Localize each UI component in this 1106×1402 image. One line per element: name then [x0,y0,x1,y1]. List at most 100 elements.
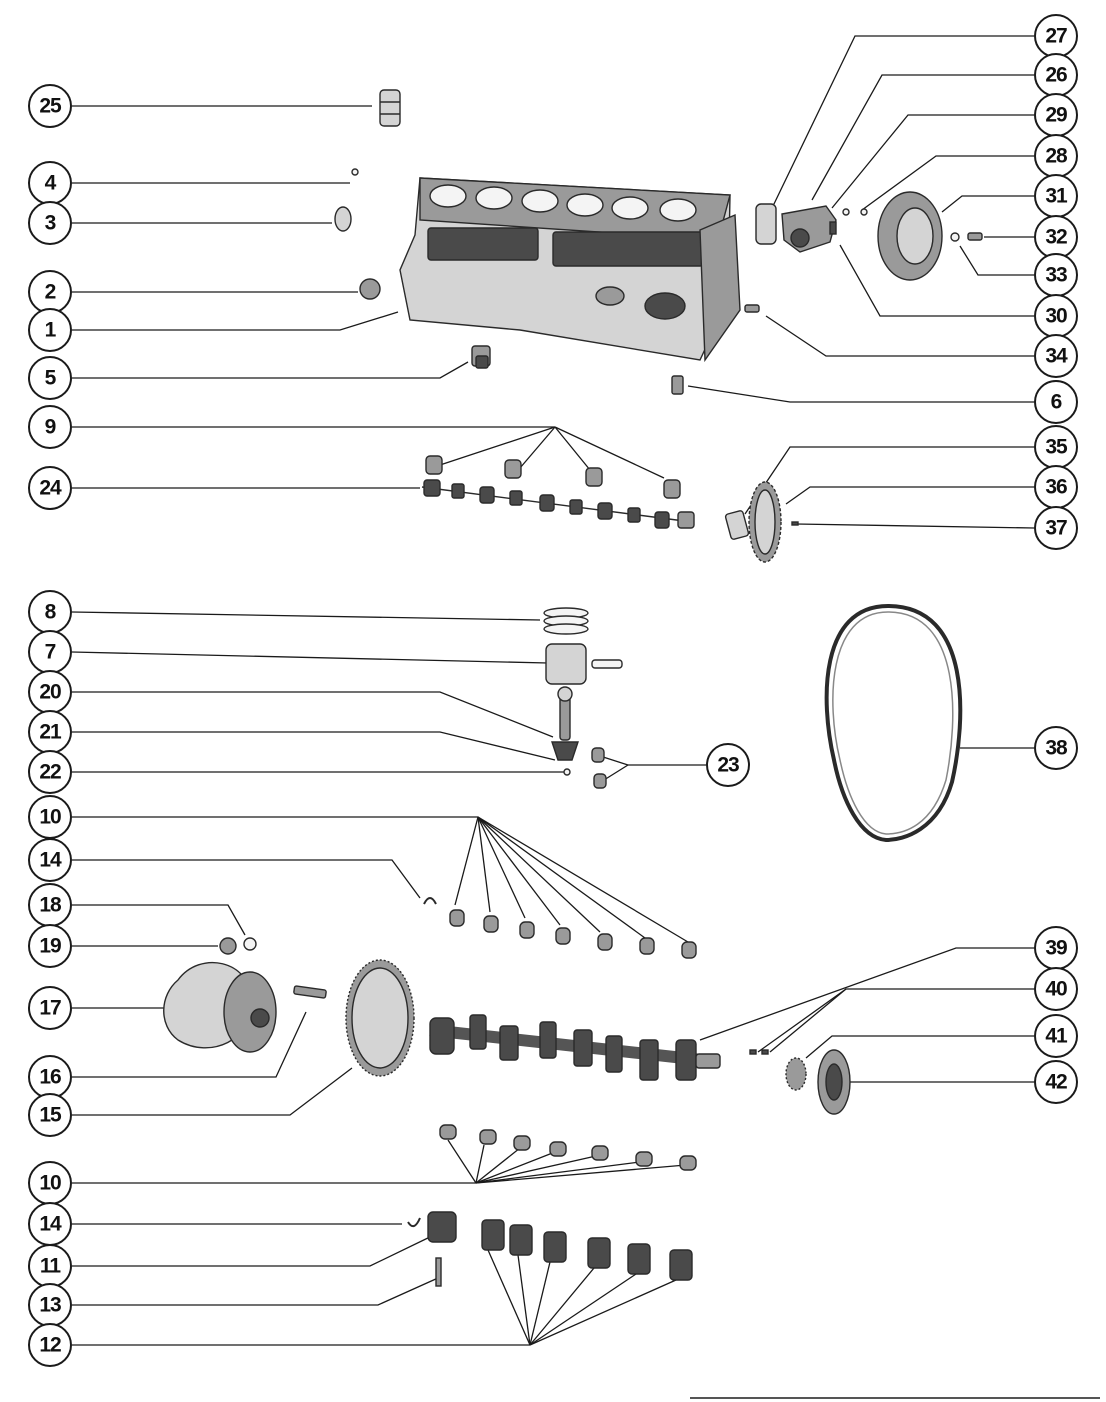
svg-text:26: 26 [1045,64,1067,87]
clip-part-14 [423,897,437,905]
callout-28: 28 [1034,134,1078,178]
svg-text:19: 19 [39,935,61,958]
callout-34: 34 [1034,334,1078,378]
svg-text:33: 33 [1045,264,1067,287]
callout-38: 38 [1034,726,1078,770]
svg-text:40: 40 [1045,978,1067,1001]
bolt-part-13 [435,1257,442,1287]
key-part-37 [791,521,799,526]
svg-text:8: 8 [45,601,57,624]
svg-text:13: 13 [39,1294,61,1317]
plate-part-35 [724,510,750,540]
leader-lines [71,35,1035,1346]
svg-text:1: 1 [45,319,57,342]
callout-12: 12 [28,1323,72,1367]
bearing-cap-part-11 [427,1211,457,1243]
svg-text:38: 38 [1045,737,1068,760]
callout-15: 15 [28,1093,72,1137]
piston-part-7 [545,643,623,685]
clip-part-14-lower [407,1217,421,1228]
key-part-40 [749,1049,757,1055]
svg-text:6: 6 [1051,391,1062,414]
callout-36: 36 [1034,465,1078,509]
callout-13: 13 [28,1283,72,1327]
callout-30: 30 [1034,294,1078,338]
main-caps-part-12 [481,1219,693,1281]
svg-text:3: 3 [45,212,56,235]
svg-text:17: 17 [39,997,61,1020]
svg-text:7: 7 [45,641,56,664]
engine-parts [163,89,1100,1399]
callout-10-upper: 10 [28,795,72,839]
pump-pulley-part-31 [877,191,943,281]
svg-text:28: 28 [1045,145,1068,168]
plug-part-2 [359,278,381,300]
callout-11: 11 [28,1244,72,1288]
svg-text:41: 41 [1045,1025,1068,1048]
callout-6: 6 [1034,380,1078,424]
fitting-part-5 [471,345,491,369]
callout-27: 27 [1034,14,1078,58]
svg-text:2: 2 [45,281,56,304]
cylinder-block-part-1 [399,177,741,363]
callout-39: 39 [1034,926,1078,970]
svg-text:23: 23 [717,754,739,777]
svg-text:37: 37 [1045,517,1067,540]
svg-text:42: 42 [1045,1071,1067,1094]
rod-bearings-part-23 [591,747,607,789]
nut-part-22 [563,768,571,776]
svg-text:30: 30 [1045,305,1067,328]
svg-text:5: 5 [45,367,57,390]
callout-41: 41 [1034,1014,1078,1058]
bell-housing-part-17 [163,961,277,1053]
svg-text:21: 21 [39,721,62,744]
cam-gear-part-36 [748,481,782,563]
svg-text:12: 12 [39,1334,61,1357]
cam-bearings-part-9 [425,455,681,499]
callout-19: 19 [28,924,72,968]
svg-text:24: 24 [39,477,62,500]
plug-part-3 [334,206,352,232]
callout-1: 1 [28,308,72,352]
callout-22: 22 [28,750,72,794]
svg-text:18: 18 [39,894,62,917]
callout-7: 7 [28,630,72,674]
svg-text:4: 4 [45,172,57,195]
screw-part-32 [967,232,983,241]
callout-16: 16 [28,1055,72,1099]
svg-text:10: 10 [39,1172,61,1195]
callout-17: 17 [28,986,72,1030]
svg-text:29: 29 [1045,104,1067,127]
callout-5: 5 [28,356,72,400]
callout-25: 25 [28,84,72,128]
svg-text:14: 14 [39,1213,62,1236]
camshaft-part-24 [421,479,695,529]
nut-part-19 [219,937,237,955]
svg-text:20: 20 [39,681,61,704]
callout-8: 8 [28,590,72,634]
callout-markers: 25 4 3 2 1 5 9 24 8 7 20 21 22 10 14 18 … [28,14,1078,1367]
plug-part-34 [744,304,760,313]
callout-4: 4 [28,161,72,205]
crank-pulley-part-42 [817,1049,851,1115]
belt-part-38 [824,603,963,843]
callout-33: 33 [1034,253,1078,297]
svg-text:14: 14 [39,849,62,872]
sleeve-part-25 [379,89,401,127]
crank-gear-part-41 [785,1057,807,1091]
svg-text:27: 27 [1045,25,1067,48]
callout-42: 42 [1034,1060,1078,1104]
pin-part-6 [671,375,684,395]
key-part-40b [761,1049,769,1055]
callout-18: 18 [28,883,72,927]
svg-text:36: 36 [1045,476,1067,499]
svg-text:34: 34 [1045,345,1068,368]
callout-10-lower: 10 [28,1161,72,1205]
svg-text:11: 11 [40,1255,62,1278]
svg-text:16: 16 [39,1066,61,1089]
callout-23: 23 [706,743,750,787]
main-bearings-lower-part-10 [439,1124,697,1171]
svg-text:25: 25 [39,95,62,118]
svg-text:15: 15 [39,1104,62,1127]
